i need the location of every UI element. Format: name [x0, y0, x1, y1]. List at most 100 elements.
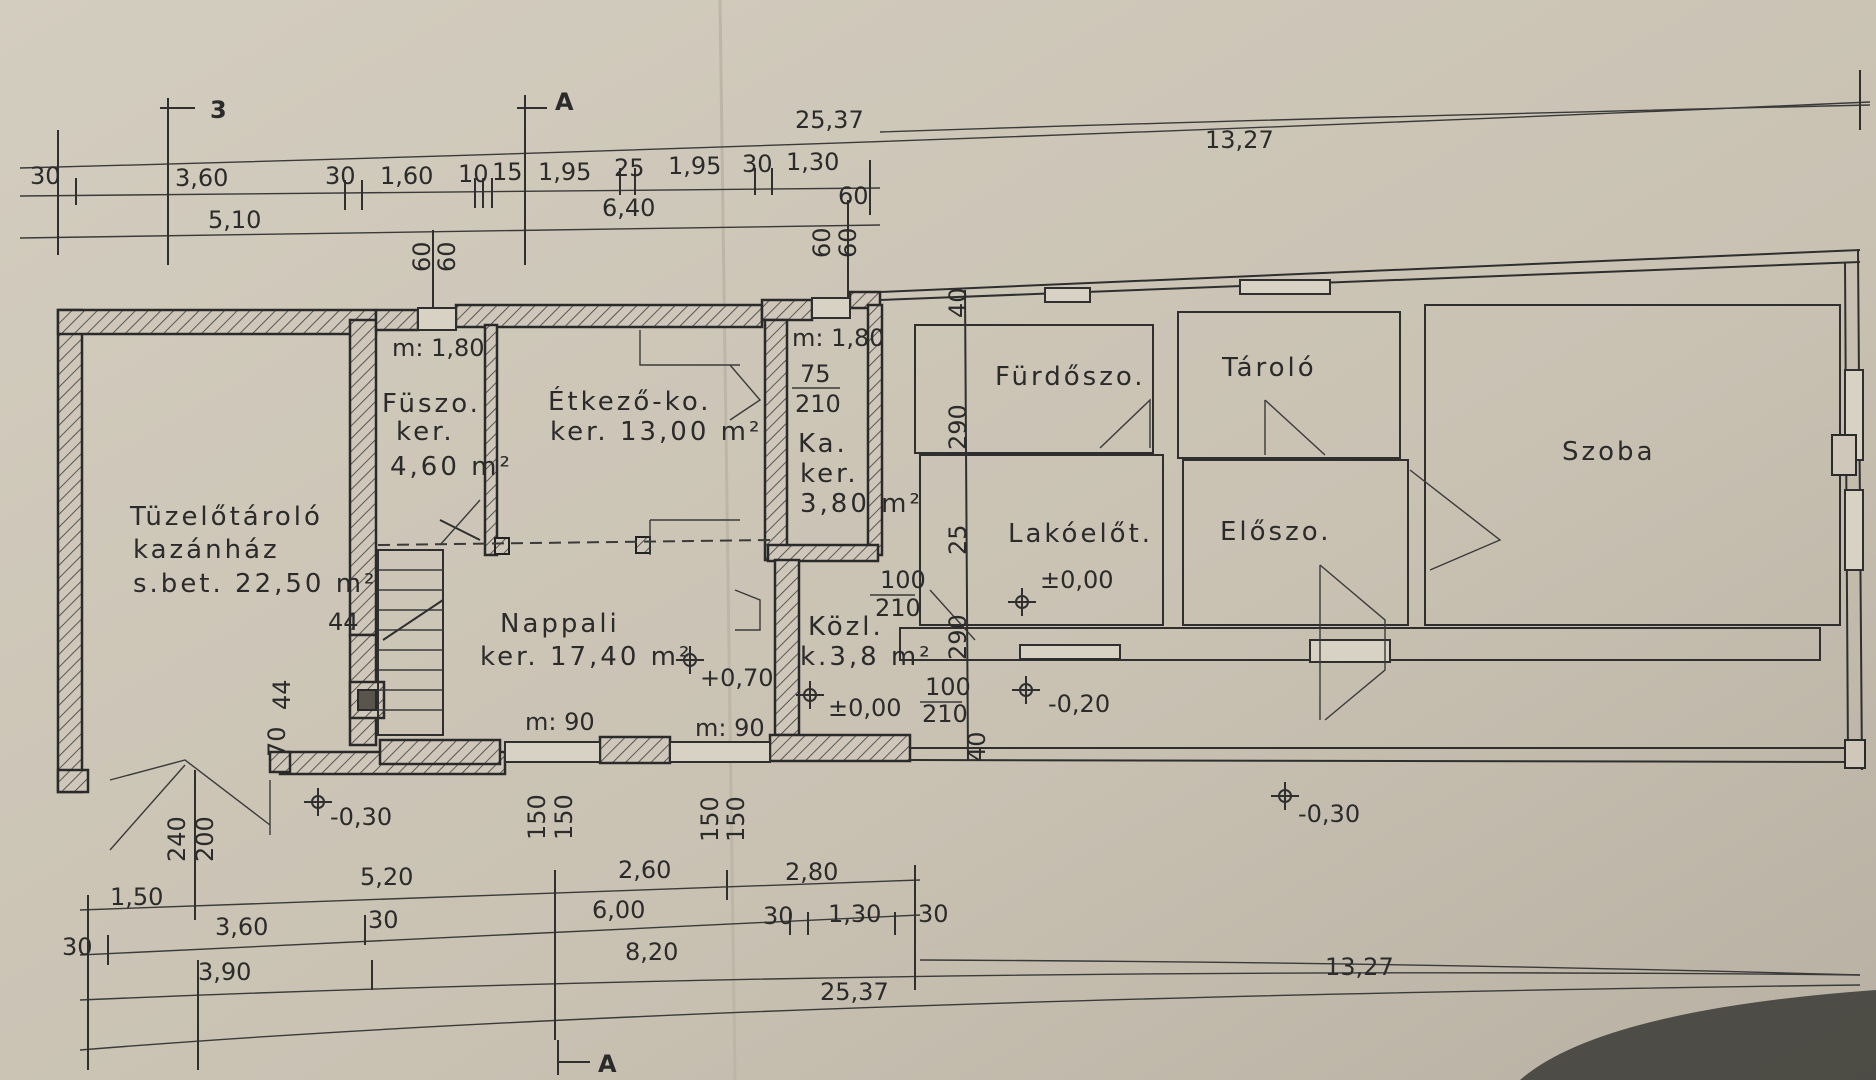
dim-top-overall: 25,37 [795, 106, 864, 134]
room-nappali-win1: m: 90 [525, 708, 595, 736]
room-nappali-win2: m: 90 [695, 714, 765, 742]
dim-top-15: 15 [492, 158, 523, 186]
level-marker-1 [1008, 588, 1036, 616]
dim-top-30c: 30 [742, 150, 773, 178]
room-fuszo-line2: ker. [396, 417, 455, 447]
room-eloszo-name: Előszo. [1220, 517, 1331, 547]
room-tuzelo-name: Tüzelőtároló [129, 502, 323, 532]
dim-bottom-600: 6,00 [592, 896, 645, 924]
kitchen-line [649, 519, 740, 555]
section-label-3: 3 [210, 96, 227, 124]
ka-window [811, 297, 851, 319]
dim-top-30: 30 [30, 162, 61, 190]
room-lakoelot-name: Lakóelőt. [1008, 519, 1153, 549]
dim-bottom-520: 5,20 [360, 863, 413, 891]
level-marker-4 [1012, 676, 1040, 704]
level-5: -0,30 [330, 803, 392, 831]
dim-bottom-130: 1,30 [828, 900, 881, 928]
dim-v60b: 60 [433, 241, 461, 272]
dim-v44b: 44 [268, 679, 296, 710]
dim-top-360: 3,60 [175, 164, 228, 192]
level-marker-6 [1271, 782, 1299, 810]
level-2: +0,70 [700, 664, 774, 692]
room-fuszo-area: 4,60 m² [390, 452, 513, 482]
level-marker-5 [304, 788, 332, 816]
dim-v60d: 60 [834, 227, 862, 258]
room-szoba-name: Szoba [1562, 437, 1656, 467]
dim-v240: 240 [163, 816, 191, 862]
level-1: ±0,00 [1040, 566, 1114, 594]
room-kozl-door-h: 210 [875, 594, 921, 622]
dim-bottom-820: 8,20 [625, 938, 678, 966]
kitchen-counter [639, 330, 740, 366]
dim-top-25: 25 [614, 154, 645, 182]
room-kozl-area: k.3,8 m² [800, 642, 933, 672]
fuszo-window [417, 307, 457, 331]
dim-bottom-30a: 30 [62, 933, 93, 961]
room-etkezo-name: Étkező-ko. [548, 385, 712, 417]
dim-bottom-30d: 30 [918, 900, 949, 928]
section-marker-a-bottom: A [557, 1040, 617, 1078]
bottom-dimension-chains [79, 770, 1861, 1070]
partition-dashed [377, 539, 771, 546]
room-ka-line2: ker. [800, 459, 859, 489]
dim-bottom-260: 2,60 [618, 856, 671, 884]
door-swings-left [109, 364, 762, 851]
dim-top-60: 60 [838, 182, 869, 210]
section-marker-3: 3 [160, 96, 227, 124]
dim-v60a: 60 [408, 241, 436, 272]
dim-bottom-right-part: 13,27 [1325, 953, 1394, 981]
room-nappali-area: ker. 17,40 m² [480, 642, 692, 672]
stair [377, 519, 481, 736]
dim-top-510: 5,10 [208, 206, 261, 234]
dim-bottom-360: 3,60 [215, 913, 268, 941]
room-ka-door-w: 75 [800, 360, 831, 388]
room-ka-window: m: 1,80 [792, 324, 885, 352]
dim-bottom-280: 2,80 [785, 858, 838, 886]
level-3: ±0,00 [828, 694, 902, 722]
level-markers [304, 588, 1299, 816]
room-furdo-name: Fürdőszo. [995, 362, 1146, 392]
room-tarolo-name: Tároló [1221, 353, 1317, 383]
room-nappali-name: Nappali [500, 609, 620, 639]
section-marker-a-top: A [517, 88, 574, 120]
room-kozl-name: Közl. [808, 612, 884, 642]
dim-v25: 25 [944, 524, 972, 555]
dim-v44a: 44 [328, 608, 359, 636]
dim-bottom-30c: 30 [763, 902, 794, 930]
top-dimension-chains [19, 70, 1871, 310]
right-building [879, 249, 1866, 771]
level-marker-2 [676, 646, 704, 674]
dim-bottom-390: 3,90 [198, 958, 251, 986]
level-marker-3 [796, 681, 824, 709]
left-building-walls [56, 290, 912, 794]
section-label-a-bottom: A [598, 1050, 617, 1078]
room-ka-area: 3,80 m² [800, 489, 923, 519]
dim-bottom-30b: 30 [368, 906, 399, 934]
dim-v150b: 150 [550, 794, 578, 840]
section-label-a-top: A [555, 88, 574, 116]
dim-top-195a: 1,95 [538, 158, 591, 186]
dim-v40: 40 [944, 287, 972, 318]
room-tuzelo-line2: kazánház [133, 535, 280, 565]
room-kozl-door-w: 100 [880, 566, 926, 594]
dim-v70: 70 [263, 726, 291, 757]
dim-bottom-overall: 25,37 [820, 978, 889, 1006]
room-kozl-door2-h: 210 [922, 700, 968, 728]
dim-v150c: 150 [696, 796, 724, 842]
dim-top-130: 1,30 [786, 148, 839, 176]
room-etkezo-area: ker. 13,00 m² [550, 417, 762, 447]
dim-top-195b: 1,95 [668, 152, 721, 180]
nappali-window-1 [504, 741, 601, 763]
dim-v150a: 150 [523, 794, 551, 840]
dim-top-10: 10 [458, 160, 489, 188]
room-ka-door-h: 210 [795, 390, 841, 418]
room-fuszo-name: Füszo. [382, 389, 481, 419]
dim-top-30b: 30 [325, 162, 356, 190]
level-6: -0,30 [1298, 800, 1360, 828]
dim-top-right-part: 13,27 [1205, 126, 1274, 154]
room-fuszo-window: m: 1,80 [392, 334, 485, 362]
nappali-window-2 [669, 741, 771, 763]
